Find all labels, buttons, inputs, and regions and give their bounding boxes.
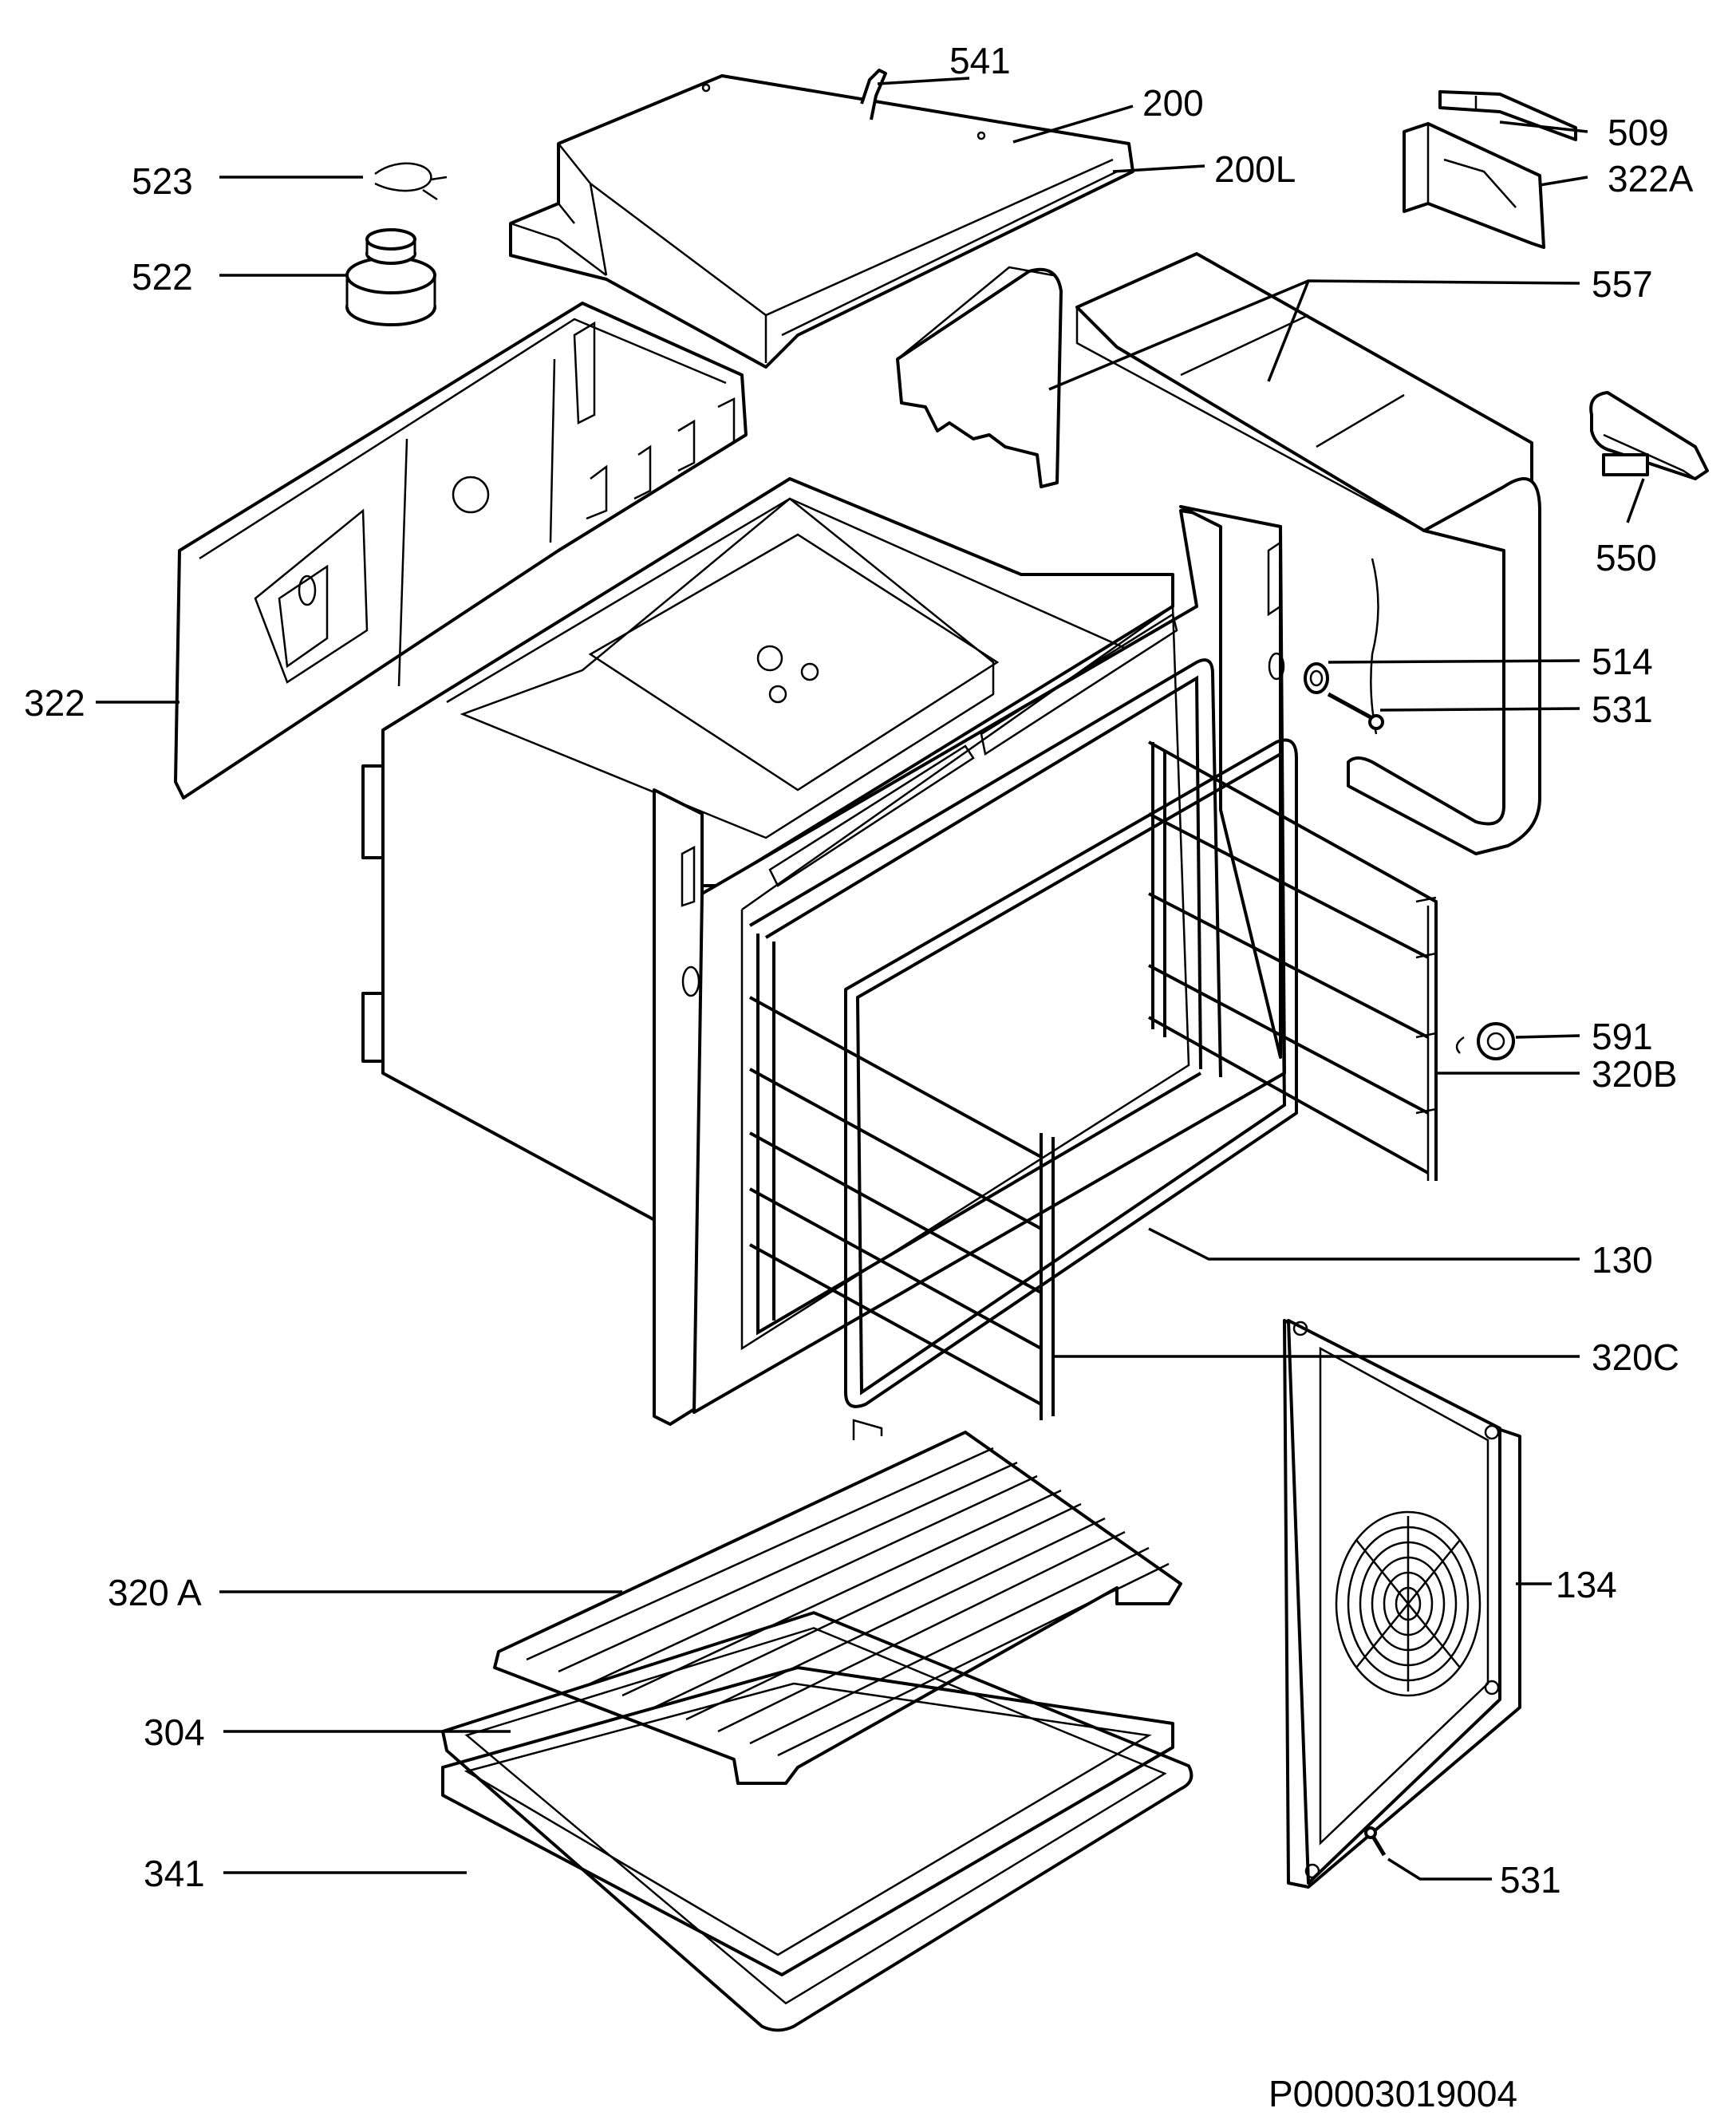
label-591: 591	[1592, 1016, 1653, 1057]
part-531-screw-top	[1327, 692, 1384, 730]
part-522-knob	[345, 228, 436, 326]
part-531-screw-bottom	[1364, 1826, 1387, 1857]
label-522: 522	[132, 256, 193, 298]
label-322: 322	[24, 682, 85, 724]
part-322A-bracket	[1403, 122, 1545, 249]
part-320C-side-rack	[749, 996, 1055, 1420]
part-550-clip	[1589, 391, 1709, 480]
label-134: 134	[1556, 1564, 1617, 1605]
label-531-top: 531	[1592, 689, 1653, 730]
part-322-back-panel	[174, 302, 748, 799]
label-550: 550	[1596, 537, 1657, 578]
oven-cavity	[361, 477, 1286, 1426]
part-labels: 541 200 200L 509 322A 523 522 557 550 32…	[24, 40, 1694, 2114]
part-320A-shelf	[493, 1419, 1182, 1785]
reference-code: P00003019004	[1268, 2073, 1517, 2114]
part-557-insulation	[896, 252, 1541, 855]
part-134-fan-cover	[1283, 1319, 1521, 1889]
label-320A: 320 A	[108, 1572, 202, 1613]
part-320B-side-rack	[1148, 740, 1438, 1181]
part-557-leaders	[1048, 279, 1580, 391]
label-541: 541	[949, 40, 1011, 81]
label-322A: 322A	[1608, 158, 1694, 199]
label-557: 557	[1592, 263, 1653, 305]
label-523: 523	[132, 160, 193, 202]
part-509-bracket	[1438, 90, 1577, 141]
leader-lines	[96, 77, 1645, 1881]
part-523-clip	[374, 162, 448, 201]
part-514-grommet	[1304, 662, 1329, 694]
label-200L: 200L	[1214, 148, 1296, 190]
part-591-nut	[1455, 1022, 1515, 1060]
label-531-bottom: 531	[1500, 1859, 1561, 1901]
label-320B: 320B	[1592, 1053, 1677, 1095]
label-514: 514	[1592, 641, 1653, 682]
label-304: 304	[144, 1711, 205, 1753]
part-200-top-cover	[509, 74, 1134, 369]
label-320C: 320C	[1592, 1336, 1679, 1378]
label-200: 200	[1142, 82, 1204, 124]
part-341-seal	[441, 1611, 1194, 2032]
part-304-tray	[441, 1666, 1174, 1976]
label-341: 341	[144, 1853, 205, 1894]
label-509: 509	[1608, 112, 1669, 153]
label-130: 130	[1592, 1239, 1653, 1281]
